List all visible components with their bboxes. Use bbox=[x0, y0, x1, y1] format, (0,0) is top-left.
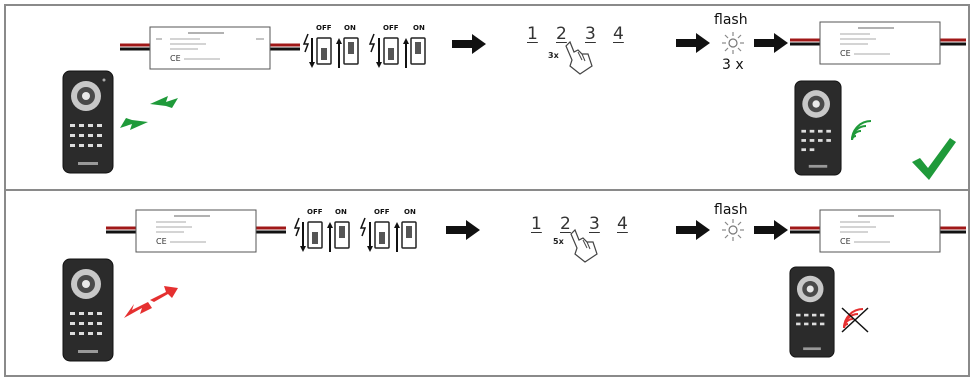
tap-count: 5x bbox=[553, 237, 564, 246]
arrow-right-icon bbox=[754, 220, 790, 240]
switch-sequence bbox=[302, 26, 452, 76]
arrow-right-icon bbox=[452, 34, 488, 54]
switch-label-on: ON bbox=[413, 24, 425, 32]
signal-crossed-icon bbox=[840, 306, 870, 334]
panel-failure: CE OFF ON OFF ON bbox=[0, 192, 978, 382]
check-icon bbox=[910, 136, 956, 180]
arrow-right-icon bbox=[446, 220, 482, 240]
step-number: 1 bbox=[527, 24, 538, 44]
step-number: 2 bbox=[560, 214, 571, 234]
svg-text:CE: CE bbox=[840, 237, 851, 246]
remote-control bbox=[794, 78, 842, 178]
svg-text:CE: CE bbox=[156, 237, 167, 246]
panel-success: CE bbox=[0, 0, 978, 190]
pairing-arrows-icon bbox=[120, 96, 180, 132]
arrow-right-icon bbox=[676, 220, 712, 240]
switch-label-off: OFF bbox=[307, 208, 323, 216]
step-number: 3 bbox=[585, 24, 596, 44]
step-number: 2 bbox=[556, 24, 567, 44]
arrow-right-icon bbox=[676, 33, 712, 53]
led-driver-right: CE bbox=[790, 208, 970, 256]
switch-label-on: ON bbox=[344, 24, 356, 32]
switch-label-off: OFF bbox=[374, 208, 390, 216]
switch-label-off: OFF bbox=[383, 24, 399, 32]
section-divider bbox=[6, 189, 968, 191]
diagram-frame bbox=[4, 4, 970, 377]
step-number: 4 bbox=[613, 24, 624, 44]
switch-label-on: ON bbox=[335, 208, 347, 216]
flash-light-icon bbox=[722, 32, 744, 54]
flash-light-icon bbox=[722, 219, 744, 241]
arrow-right-icon bbox=[754, 33, 790, 53]
flash-label: flash bbox=[714, 12, 748, 28]
switch-sequence bbox=[293, 210, 443, 260]
step-number: 3 bbox=[589, 214, 600, 234]
pairing-arrows-icon bbox=[122, 284, 182, 320]
tap-hand-icon bbox=[565, 228, 599, 263]
led-driver-left: CE bbox=[106, 208, 286, 256]
flash-label: flash bbox=[714, 202, 748, 218]
signal-waves-icon bbox=[850, 120, 878, 144]
tap-count: 3x bbox=[548, 51, 559, 60]
svg-text:CE: CE bbox=[170, 54, 181, 63]
remote-control bbox=[62, 258, 114, 362]
svg-text:CE: CE bbox=[840, 49, 851, 58]
switch-label-off: OFF bbox=[316, 24, 332, 32]
led-driver-right: CE bbox=[790, 20, 970, 68]
led-driver-left: CE bbox=[120, 25, 300, 73]
flash-count: 3 x bbox=[722, 57, 744, 73]
tap-hand-icon bbox=[560, 40, 594, 75]
remote-control bbox=[62, 70, 114, 174]
switch-label-on: ON bbox=[404, 208, 416, 216]
step-number: 1 bbox=[531, 214, 542, 234]
step-number: 4 bbox=[617, 214, 628, 234]
remote-control bbox=[788, 266, 836, 358]
